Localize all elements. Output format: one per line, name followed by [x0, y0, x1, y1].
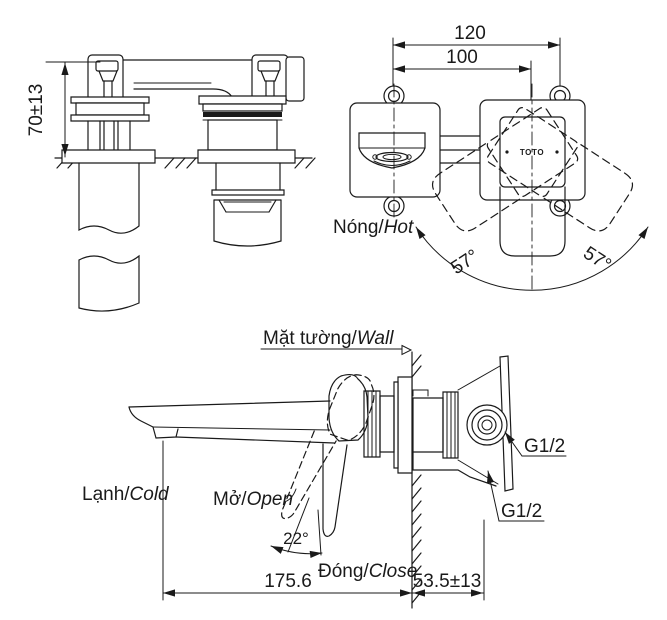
dim-open-angle: 22° [283, 529, 309, 548]
view-side: Mặt tường/Wall [82, 328, 566, 608]
label-hot: Nóng/Hot [333, 217, 414, 238]
dim-spout-reach: 175.6 [264, 571, 312, 592]
handle-dot-left [505, 150, 509, 154]
dim-screw-pitch-group: 120 [393, 23, 560, 90]
view-front: 120 100 [333, 23, 652, 292]
dim-wall-offset: 53.5±13 [413, 571, 482, 592]
side-aerator [153, 427, 178, 438]
label-open: Mở/Open [213, 489, 293, 510]
thread-upper-label: G1/2 [524, 436, 565, 457]
dim-screw-pitch: 120 [454, 23, 486, 44]
thread-connection [467, 405, 507, 445]
view-plan: 70±13 [26, 55, 315, 311]
dim-open-angle-group: 22° [269, 498, 323, 559]
label-wall-group: Mặt tường/Wall [261, 328, 411, 355]
thread-upper-group: G1/2 [502, 429, 566, 457]
side-valve-assembly [413, 356, 513, 491]
side-wall-hatching [412, 355, 421, 603]
valve-mount-bar [500, 356, 513, 491]
label-close: Đóng/Close [318, 561, 417, 582]
front-handle-swing-right [485, 106, 637, 236]
dim-wall-offset-group: 53.5±13 [412, 520, 484, 600]
front-handle-grip [500, 187, 565, 256]
front-connecting-pipe [440, 136, 480, 163]
thread-lower-group: G1/2 [484, 470, 544, 522]
dim-protrusion-group: 70±13 [26, 62, 100, 157]
plan-spout-body-bar [122, 60, 254, 97]
plan-supply-pipe-upper [79, 163, 139, 233]
plan-valve-mount [198, 96, 295, 246]
side-handle-open [280, 367, 382, 534]
label-open-leader [284, 489, 296, 502]
side-faucet-body [364, 391, 394, 457]
dim-spout-reach-group: 175.6 [163, 441, 412, 600]
front-spout-plate [350, 103, 440, 197]
side-handle-closed [323, 375, 368, 537]
front-handle-plate: TOTO [480, 100, 585, 256]
label-wall: Mặt tường/Wall [263, 328, 394, 349]
handle-dot-right [555, 150, 559, 154]
thread-lower-label: G1/2 [501, 501, 542, 522]
plan-supply-pipe-lower [79, 256, 139, 311]
dim-swing-right: 57° [579, 243, 615, 276]
side-spout [129, 401, 334, 443]
dim-center-distance-group: 100 [393, 47, 531, 105]
plan-right-joint [252, 55, 304, 101]
label-cold: Lạnh/Cold [82, 484, 170, 505]
wall-arrow [402, 346, 411, 355]
dim-protrusion: 70±13 [26, 84, 47, 137]
plan-spout-mount [62, 97, 155, 311]
dim-swing-left: 57° [447, 246, 483, 279]
side-escutcheon [394, 377, 412, 473]
brand-logo: TOTO [520, 148, 544, 157]
dim-center-distance: 100 [446, 47, 478, 68]
